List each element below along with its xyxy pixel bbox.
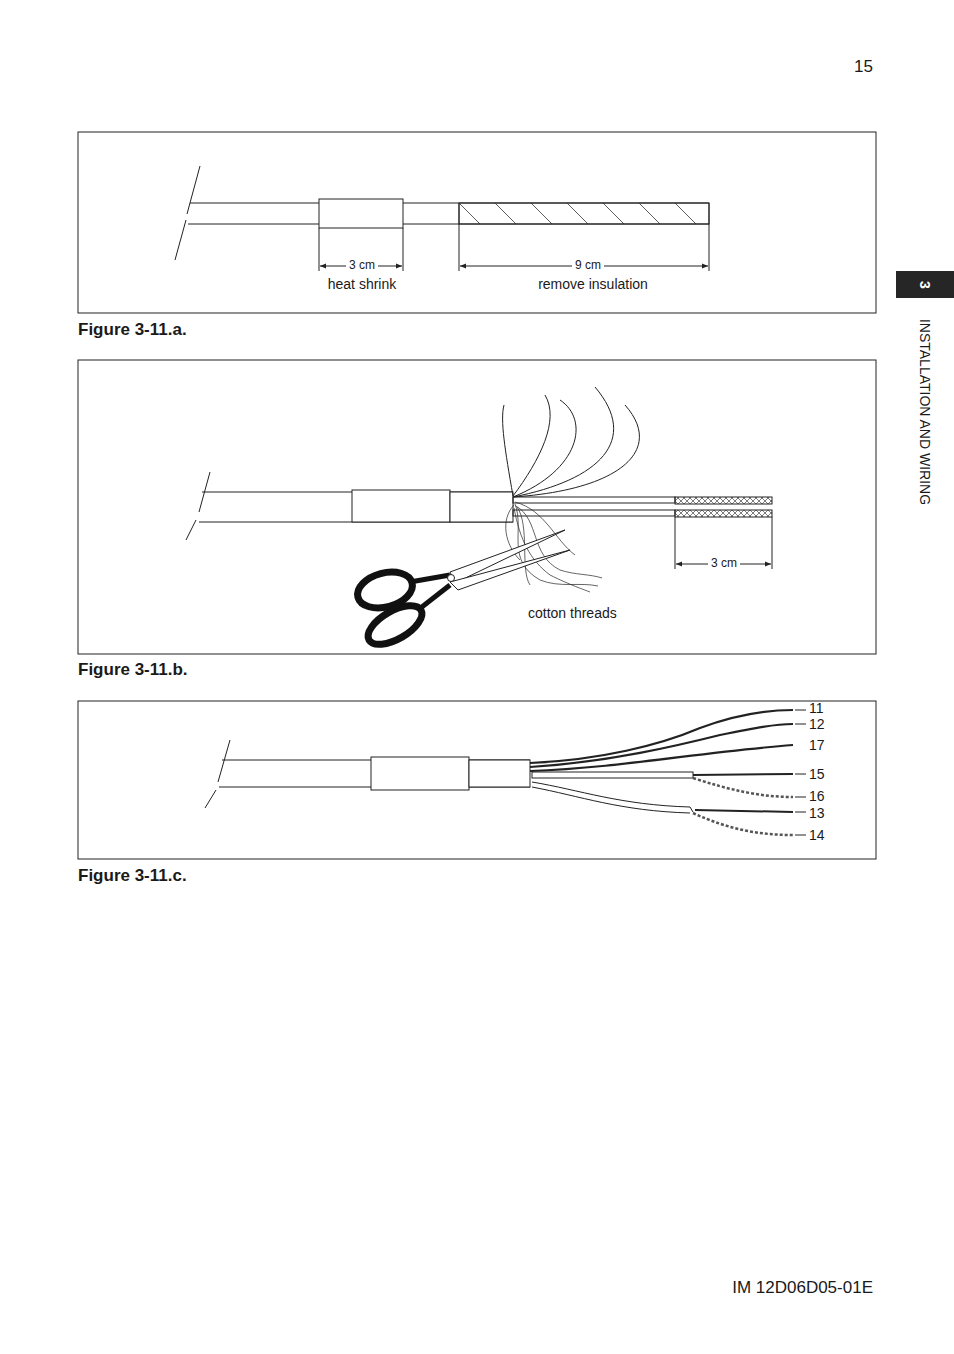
dimension: 3 cm — [346, 259, 378, 273]
figure-caption: Figure 3-11.b. — [78, 660, 188, 680]
terminal-number: 16 — [809, 788, 825, 804]
figure-frame — [78, 132, 876, 313]
dimension: 3 cm — [708, 557, 740, 571]
chapter-number: 3 — [917, 281, 933, 289]
terminal-number: 13 — [809, 805, 825, 821]
dimension: 9 cm — [572, 259, 604, 273]
terminal-number: 11 — [809, 700, 824, 716]
cable-a — [175, 166, 709, 271]
page-number: 15 — [854, 57, 873, 77]
figure-frame — [78, 701, 876, 859]
part-name: cotton threads — [528, 605, 617, 621]
cable-c — [205, 710, 806, 835]
part-name: heat shrink — [328, 276, 396, 292]
terminal-number: 17 — [809, 737, 825, 753]
part-name: remove insulation — [538, 276, 648, 292]
figure-frame — [78, 360, 876, 654]
figure-caption: Figure 3-11.c. — [78, 866, 187, 886]
terminal-number: 14 — [809, 827, 825, 843]
chapter-tab: 3 — [896, 271, 954, 298]
cable-b — [186, 387, 772, 652]
figure-caption: Figure 3-11.a. — [78, 320, 187, 340]
section-title: INSTALLATION AND WIRING — [917, 319, 933, 505]
terminal-number: 12 — [809, 716, 825, 732]
terminal-number: 15 — [809, 766, 825, 782]
document-number: IM 12D06D05-01E — [732, 1278, 873, 1298]
